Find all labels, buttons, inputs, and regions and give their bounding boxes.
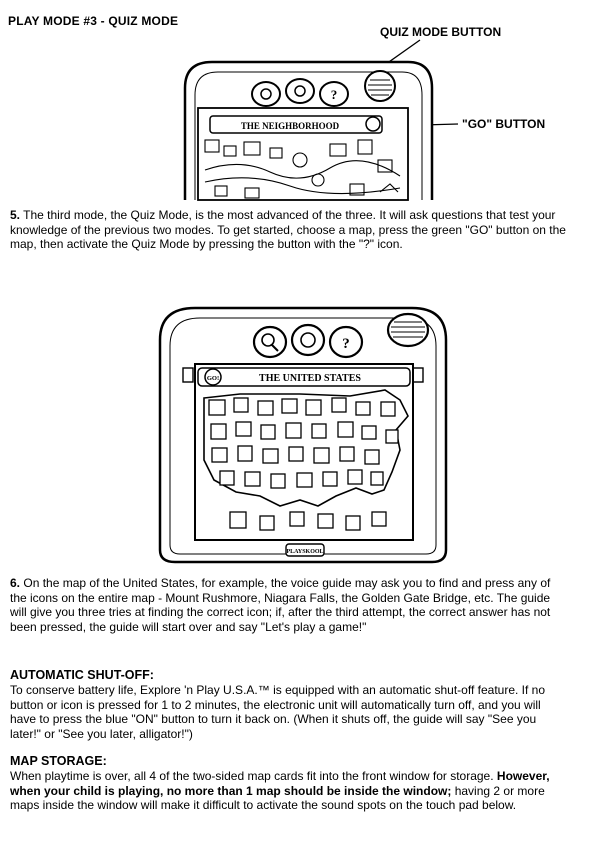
callout-go-button: "GO" BUTTON — [462, 117, 546, 131]
paragraph-6-text: On the map of the United States, for exa… — [10, 576, 551, 634]
figure-united-states-toy: ? GO! THE UNITED STATES PLAYSKOOL — [158, 306, 448, 564]
figure-quiz-mode-toy: QUIZ MODE BUTTON "GO" BUTTON ? THE NEIGH… — [0, 0, 600, 205]
paragraph-5: 5. The third mode, the Quiz Mode, is the… — [10, 208, 566, 252]
callout-quiz-mode-button: QUIZ MODE BUTTON — [380, 25, 502, 39]
map-title-neighborhood: THE NEIGHBORHOOD — [241, 121, 340, 131]
paragraph-5-text: The third mode, the Quiz Mode, is the mo… — [10, 208, 566, 252]
go-button-icon — [365, 116, 381, 132]
map-storage-text-start: When playtime is over, all 4 of the two-… — [10, 769, 497, 783]
paragraph-6-number: 6. — [10, 576, 21, 590]
heading-automatic-shut-off: AUTOMATIC SHUT-OFF: — [10, 668, 154, 682]
map-storage-text-bold: However, when your child is playing, no … — [10, 769, 550, 798]
map-title-united-states: THE UNITED STATES — [259, 373, 361, 384]
toy-illustration-top: ? THE NEIGHBORHOOD — [183, 39, 459, 201]
magnifier-icon — [261, 333, 275, 347]
paragraph-automatic-shut-off: To conserve battery life, Explore 'n Pla… — [10, 683, 546, 741]
paragraph-map-storage: When playtime is over, all 4 of the two-… — [10, 769, 566, 813]
playskool-logo: PLAYSKOOL — [286, 549, 323, 555]
paragraph-6: 6. On the map of the United States, for … — [10, 576, 566, 634]
go-label: GO! — [207, 375, 219, 382]
quiz-question-icon: ? — [342, 336, 350, 352]
paragraph-5-number: 5. — [10, 208, 21, 222]
face-icon — [300, 332, 316, 348]
question-icon: ? — [331, 87, 338, 102]
heading-map-storage: MAP STORAGE: — [10, 754, 107, 768]
search-icon — [260, 88, 272, 100]
map-storage-text-end: having 2 or more maps inside the window … — [10, 783, 545, 813]
speaker-icon — [294, 85, 306, 97]
page-header: PLAY MODE #3 - QUIZ MODE — [8, 14, 179, 28]
us-map-outline — [203, 389, 409, 507]
